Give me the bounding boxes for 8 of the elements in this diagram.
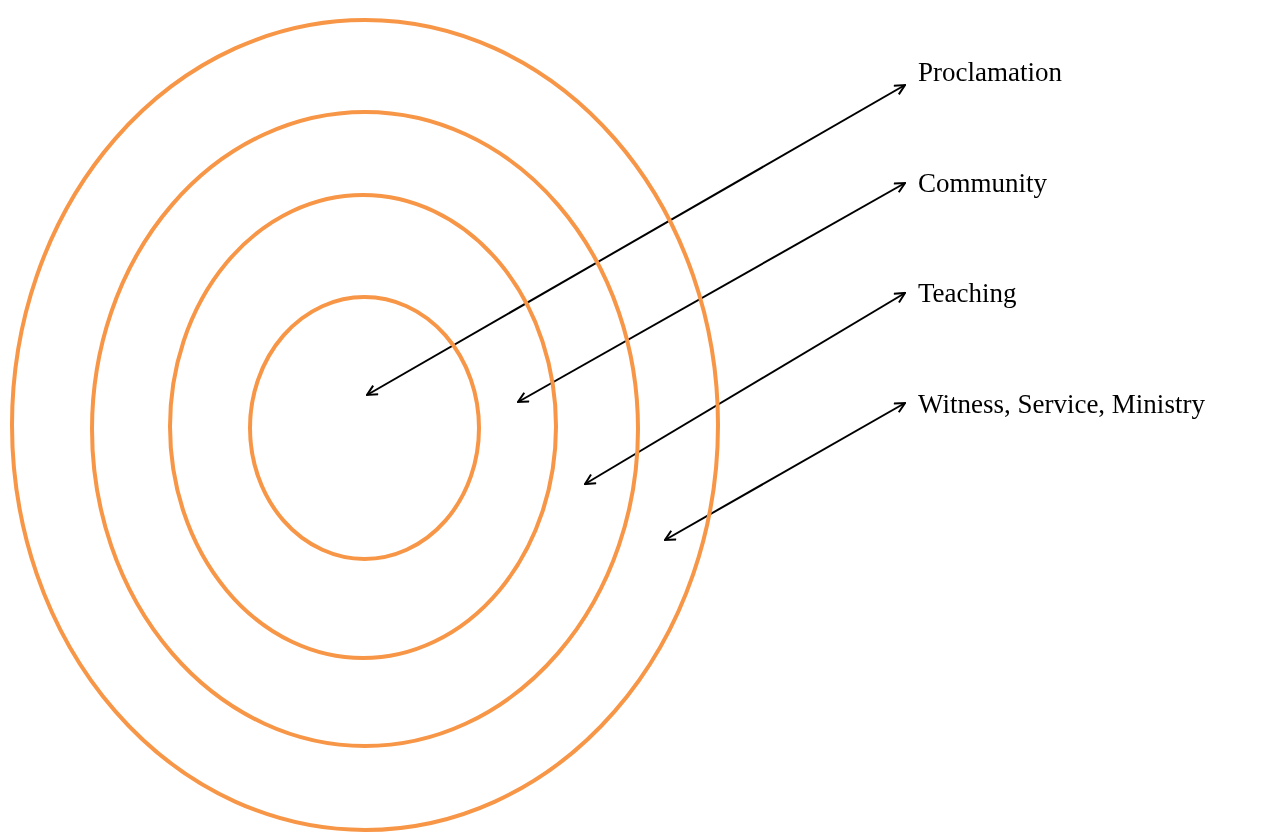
double-arrow xyxy=(664,402,906,541)
category-label: Proclamation xyxy=(918,57,1062,87)
category-label: Witness, Service, Ministry xyxy=(918,389,1205,419)
category-label: Community xyxy=(918,168,1047,198)
double-arrow xyxy=(366,84,906,396)
category-label: Teaching xyxy=(918,278,1017,308)
double-arrow xyxy=(584,292,906,485)
double-arrow xyxy=(517,182,906,403)
